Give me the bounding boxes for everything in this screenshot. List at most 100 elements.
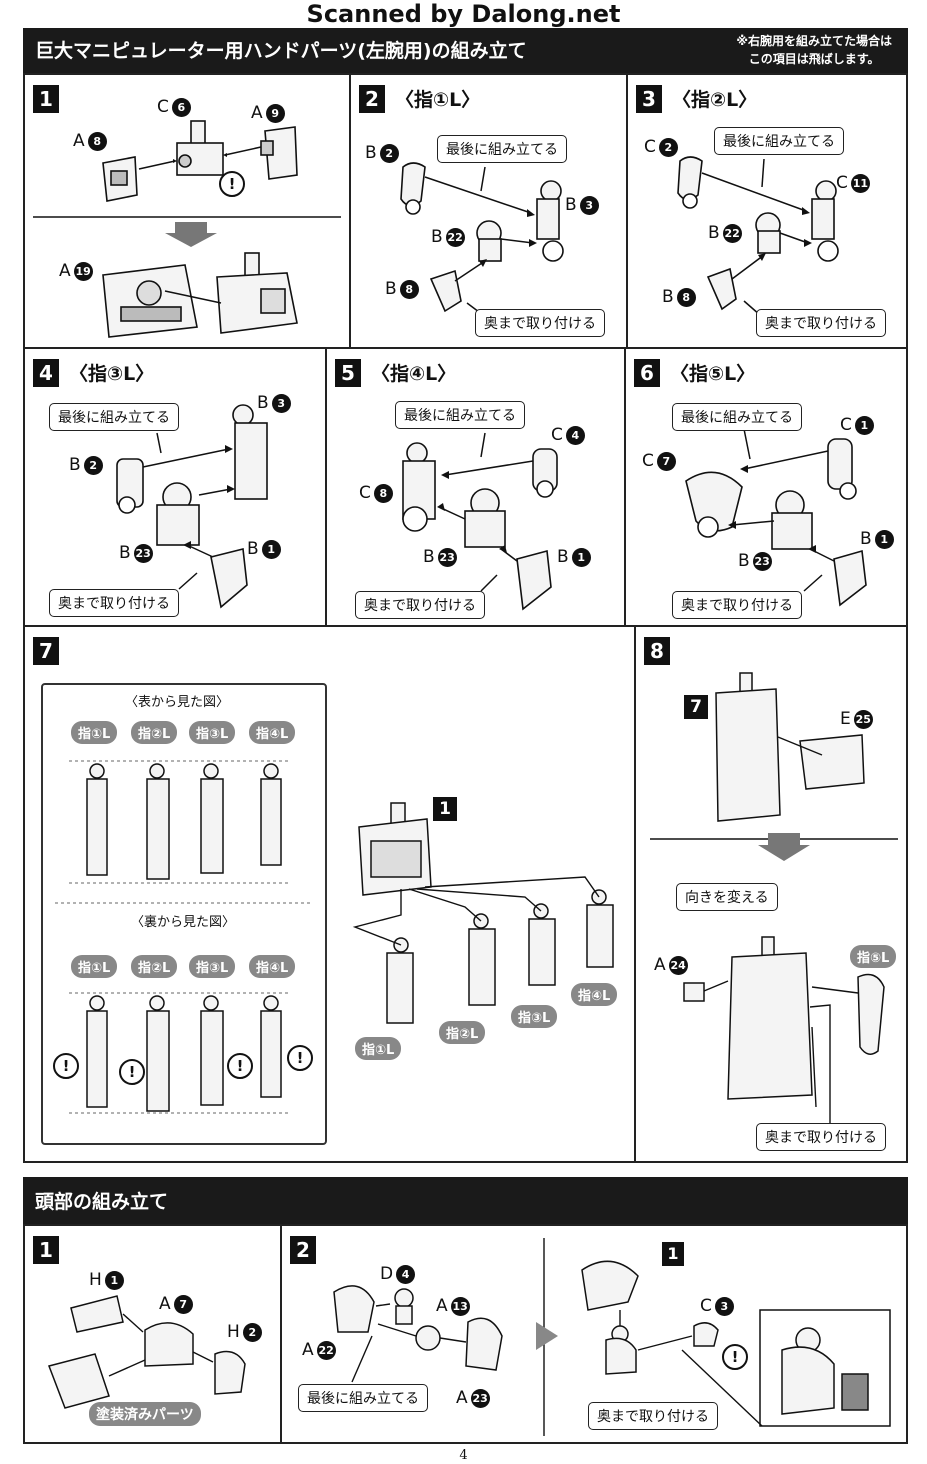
finger-pill-2-loose: 指②L (439, 1021, 486, 1044)
section-title-hand: 巨大マニピュレーター用ハンドパーツ(左腕用)の組み立て (35, 40, 527, 62)
callout-last-assemble: 最後に組み立てる (395, 401, 525, 429)
finger-pill-2-back: 指②L (131, 955, 178, 978)
ref-head-step-1-badge: 1 (662, 1242, 684, 1266)
step-number: 1 (33, 85, 59, 113)
caution-icon: ! (722, 1344, 748, 1370)
caution-icon: ! (227, 1053, 253, 1079)
step-number: 2 (290, 1236, 316, 1264)
finger-pill-1-back: 指①L (71, 955, 118, 978)
head-step-2-illustration (333, 1238, 891, 1436)
finger-pill-4-loose: 指④L (571, 983, 618, 1006)
finger-view-box (41, 683, 327, 1145)
ref-step-1-badge: 1 (433, 797, 457, 821)
caution-icon: ! (287, 1045, 313, 1071)
finger-pill-1: 指①L (71, 721, 118, 744)
callout-attach-fully: 奥まで取り付ける (49, 589, 179, 617)
callout-attach-fully: 奥まで取り付ける (475, 309, 605, 337)
step-title: 〈指⑤L〉 (670, 363, 756, 385)
step-8-illustration (650, 672, 898, 1127)
finger-pill-4: 指④L (249, 721, 296, 744)
section-header-hand: 巨大マニピュレーター用ハンドパーツ(左腕用)の組み立て ※右腕用を組み立てた場合… (23, 28, 908, 73)
finger-pill-5: 指⑤L (850, 945, 897, 968)
step-5-illustration (402, 432, 558, 611)
caution-icon: ! (219, 171, 245, 197)
callout-attach-fully: 奥まで取り付ける (588, 1402, 718, 1430)
step-4-illustration (116, 404, 268, 609)
finger-pill-2: 指②L (131, 721, 178, 744)
step-number: 6 (634, 359, 660, 387)
step-3-illustration (677, 156, 839, 316)
section-header-head: 頭部の組み立て (23, 1177, 908, 1224)
section-title-head: 頭部の組み立て (35, 1191, 169, 1213)
finger-pill-4-back: 指④L (249, 955, 296, 978)
note-line-1: ※右腕用を組み立てた場合は (736, 34, 892, 48)
step-title: 〈指④L〉 (371, 363, 457, 385)
caution-icon: ! (119, 1059, 145, 1085)
head-step-1-illustration (48, 1295, 246, 1409)
step-2-illustration (400, 162, 564, 316)
step-7-illustration (55, 760, 614, 1114)
step-number: 1 (33, 1236, 59, 1264)
step-number: 4 (33, 359, 59, 387)
callout-last-assemble: 最後に組み立てる (672, 403, 802, 431)
step-number: 2 (359, 85, 385, 113)
ref-step-7-badge: 7 (684, 695, 708, 719)
step-6-illustration (685, 428, 867, 607)
front-view-heading: 〈表から見た図〉 (125, 695, 230, 710)
step-1-illustration (33, 120, 341, 338)
callout-attach-fully: 奥まで取り付ける (672, 591, 802, 619)
step-title: 〈指①L〉 (395, 89, 481, 111)
back-view-heading: 〈裏から見た図〉 (131, 915, 236, 930)
step-number: 3 (636, 85, 662, 113)
scan-watermark: Scanned by Dalong.net (306, 0, 621, 28)
note-line-2: この項目は飛ばします。 (748, 52, 880, 66)
finger-pill-3-back: 指③L (189, 955, 236, 978)
callout-attach-fully: 奥まで取り付ける (756, 309, 886, 337)
step-title: 〈指②L〉 (672, 89, 758, 111)
callout-last-assemble: 最後に組み立てる (437, 135, 567, 163)
page-number: 4 (459, 1448, 468, 1463)
callout-attach-fully: 奥まで取り付ける (756, 1123, 886, 1151)
callout-change-direction: 向きを変える (676, 883, 778, 911)
finger-pill-1-loose: 指①L (355, 1037, 402, 1060)
callout-attach-fully: 奥まで取り付ける (355, 591, 485, 619)
finger-pill-3: 指③L (189, 721, 236, 744)
step-number: 8 (644, 637, 670, 665)
